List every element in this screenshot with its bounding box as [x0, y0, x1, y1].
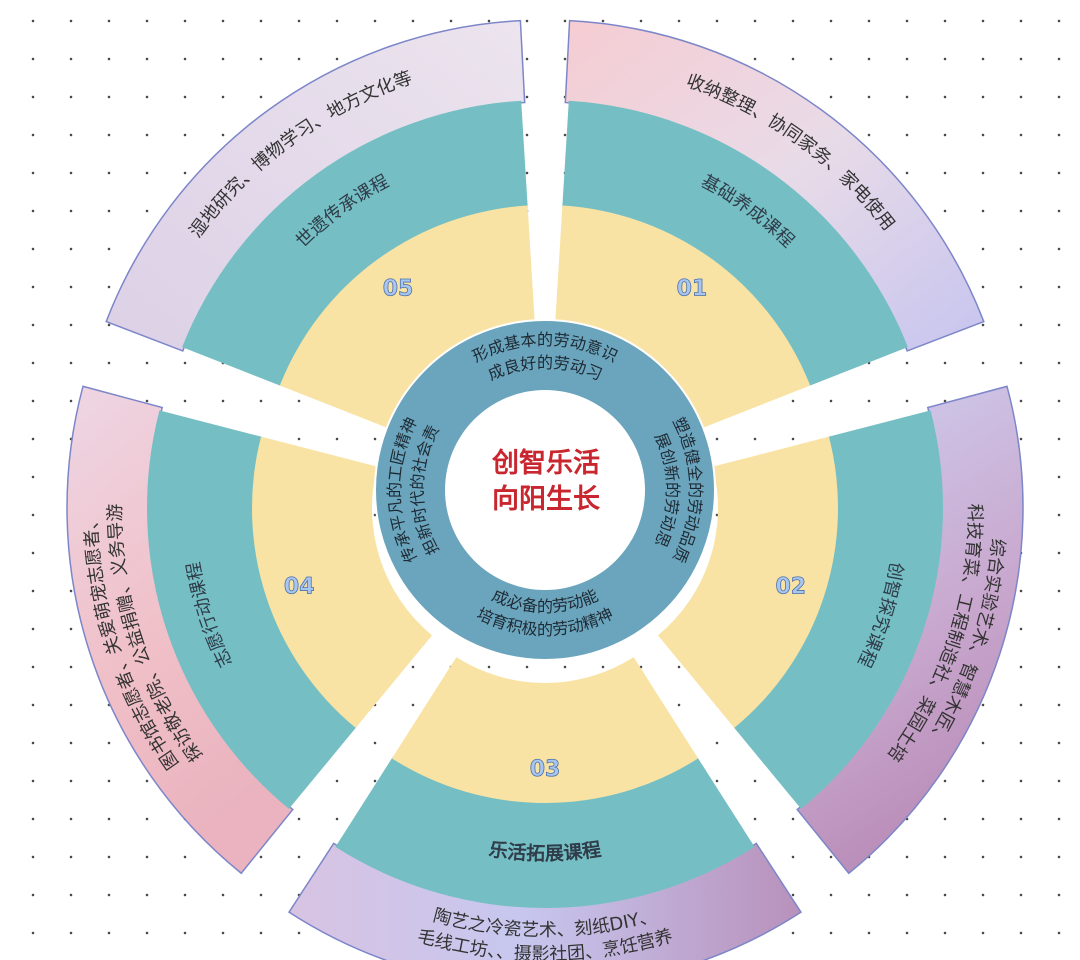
center-title-line2: 向阳生长	[492, 483, 601, 515]
center-core	[445, 390, 645, 590]
number-band-02	[657, 436, 838, 728]
segment-04	[66, 385, 433, 875]
course-band-01	[562, 100, 908, 387]
segment-03	[287, 657, 803, 960]
course-band-02	[733, 410, 943, 809]
segment-number-03: 03	[530, 757, 561, 782]
segment-number-05: 05	[383, 277, 414, 302]
segment-number-02: 02	[775, 574, 806, 599]
number-band-05	[279, 205, 535, 430]
course-band-03	[335, 756, 755, 909]
number-band-03	[391, 657, 699, 804]
course-band-05	[182, 100, 528, 387]
number-band-04	[251, 436, 433, 728]
segment-05	[105, 19, 535, 430]
segment-02	[657, 385, 1024, 875]
center-title-line1: 创智乐活	[491, 448, 600, 479]
segment-01	[555, 19, 985, 430]
course-band-04	[146, 410, 357, 809]
number-band-01	[555, 205, 811, 430]
segment-number-04: 04	[284, 574, 315, 599]
segment-number-01: 01	[677, 277, 708, 302]
